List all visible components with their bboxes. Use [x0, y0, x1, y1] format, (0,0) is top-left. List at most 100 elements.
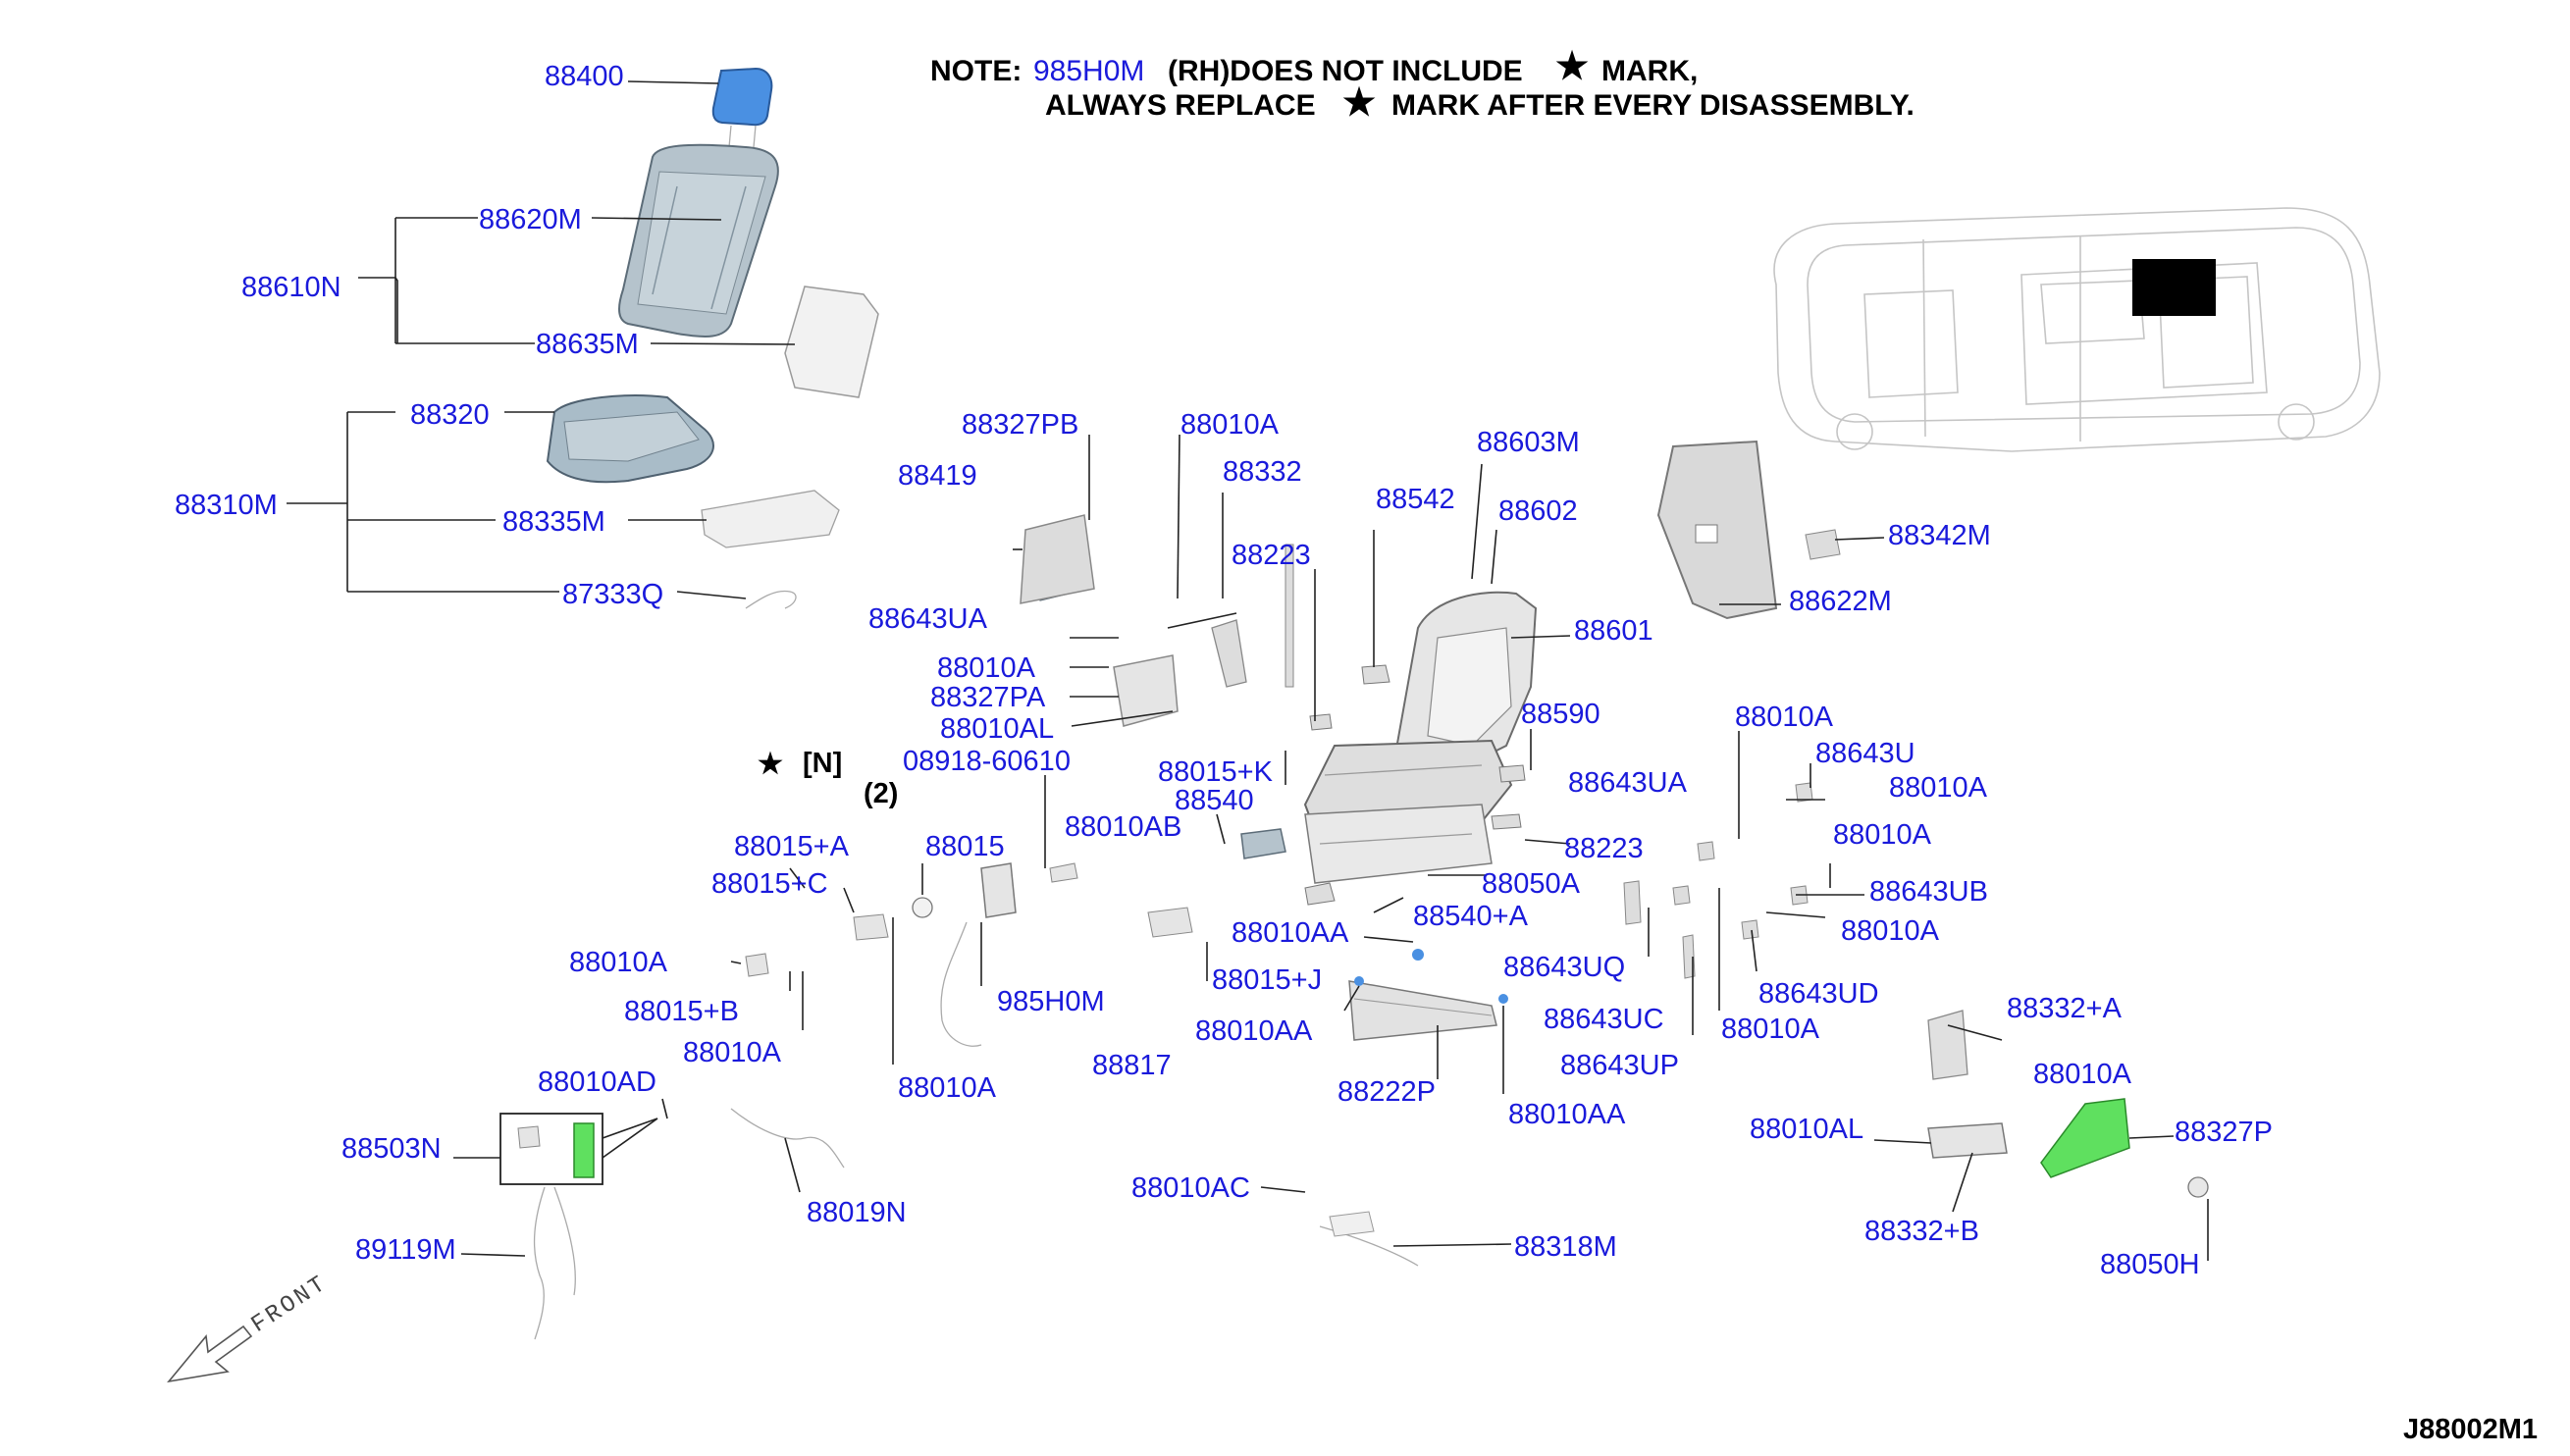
note-line2-start: ALWAYS REPLACE [1045, 89, 1316, 122]
callout-88327p[interactable]: 88327P [2175, 1117, 2273, 1148]
module-985h0m-icon [980, 862, 1017, 918]
seat-back-pad-icon [784, 286, 879, 398]
callout-88327pb[interactable]: 88327PB [962, 409, 1078, 441]
callout-985h0m[interactable]: 985H0M [997, 986, 1105, 1017]
callout-88603m[interactable]: 88603M [1477, 427, 1580, 458]
trim-88327p-icon [2040, 1098, 2130, 1178]
front-label: FRONT [247, 1271, 334, 1339]
callout-88540[interactable]: 88540 [1175, 785, 1254, 816]
special-part-callout: ★ [N] 08918-60610 (2) [758, 746, 1071, 809]
seat-frame-assembly [1020, 440, 1778, 1041]
callout-88010ac[interactable]: 88010AC [1131, 1172, 1250, 1204]
callout-88010ad[interactable]: 88010AD [538, 1066, 656, 1098]
callout-88320[interactable]: 88320 [410, 399, 490, 431]
callout-88335m[interactable]: 88335M [502, 506, 605, 538]
callout-88332[interactable]: 88332 [1223, 456, 1302, 488]
callout-88010a[interactable]: 88010A [1180, 409, 1280, 441]
callout-88327pa[interactable]: 88327PA [930, 682, 1046, 713]
callout-88643uq[interactable]: 88643UQ [1503, 952, 1625, 983]
callout-88620m[interactable]: 88620M [479, 204, 582, 235]
callout-88332-a[interactable]: 88332+A [2007, 993, 2123, 1024]
callout-88643ub[interactable]: 88643UB [1869, 876, 1988, 908]
callout-88622m[interactable]: 88622M [1789, 586, 1892, 617]
callout-89119m[interactable]: 89119M [355, 1234, 456, 1266]
callout-08918-60610[interactable]: 08918-60610 [903, 746, 1071, 777]
callout-88590[interactable]: 88590 [1521, 699, 1600, 730]
callout-88010al[interactable]: 88010AL [940, 713, 1054, 745]
callout-88010aa[interactable]: 88010AA [1232, 917, 1349, 949]
callout-88010a[interactable]: 88010A [683, 1037, 782, 1068]
note-prefix: NOTE: [930, 55, 1022, 87]
star-mark-icon: ★ [1555, 46, 1589, 87]
star-mark-icon: ★ [1342, 82, 1376, 124]
callout-88542[interactable]: 88542 [1376, 484, 1455, 515]
callout-88643ua[interactable]: 88643UA [868, 603, 988, 635]
callout-88050a[interactable]: 88050A [1482, 868, 1581, 900]
seat-switch-icon [573, 1122, 595, 1178]
callout-88635m[interactable]: 88635M [536, 329, 639, 360]
figure-reference: J88002M1 [2403, 1414, 2538, 1445]
callout-88602[interactable]: 88602 [1498, 495, 1578, 527]
callout-88223[interactable]: 88223 [1232, 540, 1311, 571]
cushion-pad-icon [701, 490, 840, 548]
special-callout-tag: [N] [803, 748, 842, 779]
callout-88318m[interactable]: 88318M [1514, 1231, 1617, 1263]
leader-lines [287, 80, 2209, 1261]
callout-88010a[interactable]: 88010A [1841, 915, 1940, 947]
callout-88010a[interactable]: 88010A [898, 1072, 997, 1104]
callout-88342m[interactable]: 88342M [1888, 520, 1991, 551]
callout-88015-k[interactable]: 88015+K [1158, 756, 1274, 788]
note-code[interactable]: 985H0M [1033, 55, 1144, 87]
special-callout-qty: (2) [864, 778, 898, 809]
right-side-parts [1623, 529, 2209, 1198]
callout-88010a[interactable]: 88010A [1889, 772, 1988, 804]
callout-88015-b[interactable]: 88015+B [624, 996, 739, 1027]
callout-88419[interactable]: 88419 [898, 460, 977, 492]
callout-88010a[interactable]: 88010A [1721, 1014, 1820, 1045]
callout-88222p[interactable]: 88222P [1337, 1076, 1436, 1108]
note-block: NOTE: 985H0M (RH)DOES NOT INCLUDE ★ MARK… [930, 46, 1914, 124]
vehicle-overview-drawing [1773, 207, 2381, 452]
callout-88332-b[interactable]: 88332+B [1864, 1216, 1979, 1247]
callout-88610n[interactable]: 88610N [241, 272, 341, 303]
callout-88015-c[interactable]: 88015+C [711, 868, 828, 900]
callout-88310m[interactable]: 88310M [175, 490, 278, 521]
callout-88817[interactable]: 88817 [1092, 1050, 1172, 1081]
callout-88015-j[interactable]: 88015+J [1212, 964, 1322, 996]
callout-88010a[interactable]: 88010A [1735, 702, 1834, 733]
callout-88223[interactable]: 88223 [1564, 833, 1644, 864]
note-line1-end: MARK, [1601, 55, 1698, 87]
callout-88010a[interactable]: 88010A [1833, 819, 1932, 851]
callout-88010aa[interactable]: 88010AA [1508, 1099, 1626, 1130]
star-mark-icon: ★ [758, 749, 783, 780]
callout-88540-a[interactable]: 88540+A [1413, 901, 1529, 932]
seat-upper-assembly [546, 67, 879, 609]
callout-88015-a[interactable]: 88015+A [734, 831, 850, 862]
callout-88643ua[interactable]: 88643UA [1568, 767, 1688, 799]
callout-labels: 88400 88620M 88610N 88635M 88320 88310M … [175, 61, 2273, 1280]
note-line1-text: (RH)DOES NOT INCLUDE [1168, 55, 1523, 87]
callout-88643ud[interactable]: 88643UD [1758, 978, 1879, 1010]
callout-88643up[interactable]: 88643UP [1560, 1050, 1679, 1081]
redaction-box [2132, 259, 2216, 316]
callout-88601[interactable]: 88601 [1574, 615, 1653, 647]
callout-88400[interactable]: 88400 [545, 61, 624, 92]
callout-88019n[interactable]: 88019N [807, 1197, 907, 1228]
callout-87333q[interactable]: 87333Q [562, 579, 663, 610]
callout-88010aa[interactable]: 88010AA [1195, 1015, 1313, 1047]
harness-switch-area [499, 862, 1419, 1340]
callout-88010a[interactable]: 88010A [2033, 1059, 2132, 1090]
callout-88010al[interactable]: 88010AL [1750, 1114, 1863, 1145]
callout-88050h[interactable]: 88050H [2100, 1249, 2200, 1280]
callout-88010a[interactable]: 88010A [937, 652, 1036, 684]
callout-88643uc[interactable]: 88643UC [1544, 1004, 1664, 1035]
front-direction-indicator: FRONT [167, 1271, 334, 1383]
callout-88643u[interactable]: 88643U [1815, 738, 1915, 769]
callout-88015[interactable]: 88015 [925, 831, 1005, 862]
callout-88503n[interactable]: 88503N [341, 1133, 442, 1165]
note-line2-end: MARK AFTER EVERY DISASSEMBLY. [1391, 89, 1914, 122]
headrest-icon [711, 67, 773, 127]
callout-88010a[interactable]: 88010A [569, 947, 668, 978]
callout-88010ab[interactable]: 88010AB [1065, 811, 1181, 843]
